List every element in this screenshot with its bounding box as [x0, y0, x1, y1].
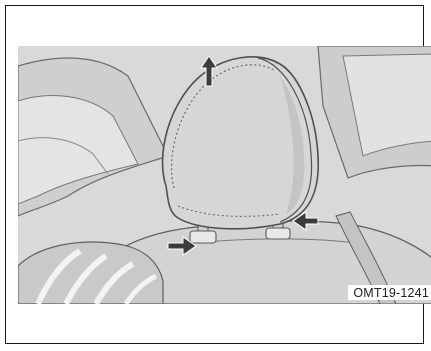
stay-collar-left	[190, 231, 216, 243]
figure-code-label: OMT19-1241	[348, 285, 431, 300]
figure-frame: OMT19-1241	[5, 5, 424, 344]
headrest-drawing	[18, 46, 431, 304]
headrest-illustration: OMT19-1241	[18, 46, 431, 304]
stay-collar-right	[266, 228, 290, 239]
